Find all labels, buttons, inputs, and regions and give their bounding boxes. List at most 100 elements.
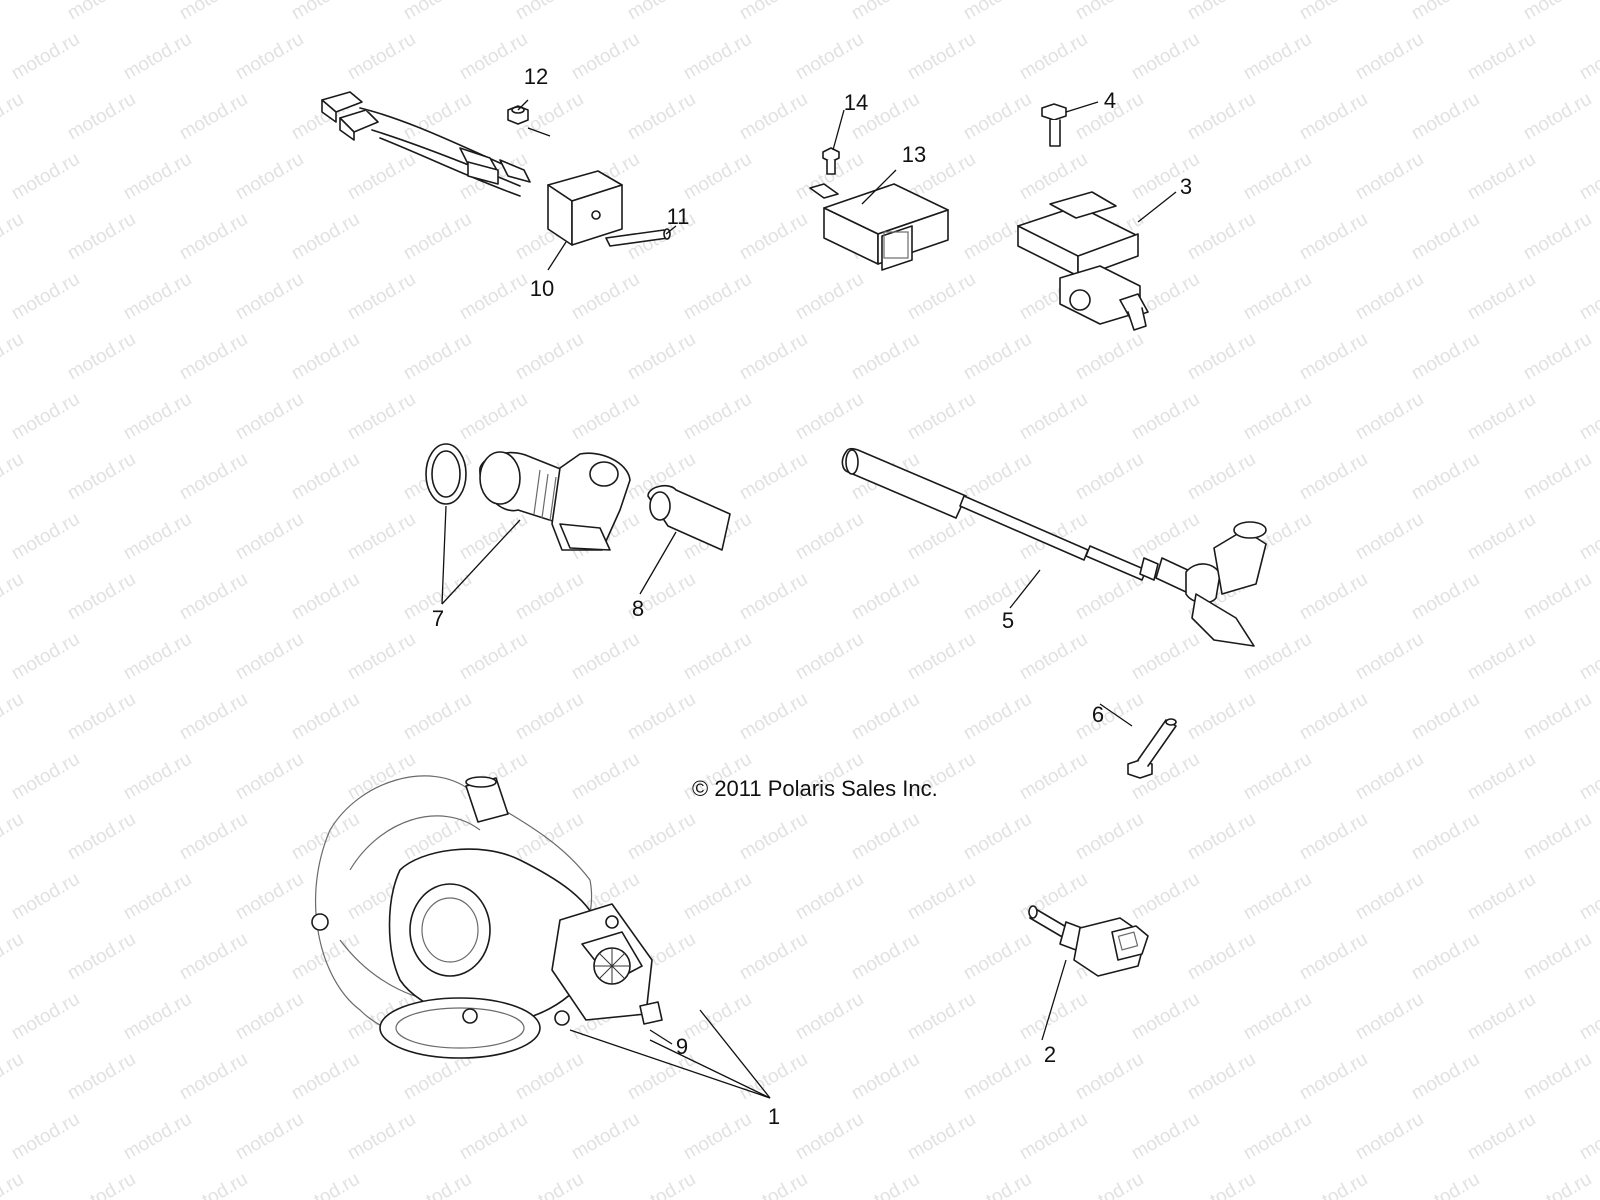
watermark-text: motod.ru xyxy=(176,809,251,865)
watermark-text: motod.ru xyxy=(1072,1049,1147,1105)
watermark-text: motod.ru xyxy=(8,629,83,685)
watermark-text: motod.ru xyxy=(848,0,923,24)
watermark-text: motod.ru xyxy=(680,629,755,685)
watermark-text: motod.ru xyxy=(680,389,755,445)
watermark-text: motod.ru xyxy=(1408,569,1483,625)
watermark-text: motod.ru xyxy=(344,749,419,805)
watermark-text: motod.ru xyxy=(1184,449,1259,505)
watermark-text: motod.ru xyxy=(0,329,27,385)
watermark-text: motod.ru xyxy=(1520,89,1595,145)
watermark-text: motod.ru xyxy=(232,149,307,205)
watermark-text: motod.ru xyxy=(1296,89,1371,145)
watermark-text: motod.ru xyxy=(1240,869,1315,925)
watermark-text: motod.ru xyxy=(1240,29,1315,85)
watermark-text: motod.ru xyxy=(1240,1109,1315,1165)
watermark-text: motod.ru xyxy=(1352,389,1427,445)
watermark-text: motod.ru xyxy=(176,89,251,145)
watermark-text: motod.ru xyxy=(456,269,531,325)
watermark-text: motod.ru xyxy=(120,149,195,205)
watermark-text: motod.ru xyxy=(1576,509,1600,565)
watermark-text: motod.ru xyxy=(288,569,363,625)
watermark-text: motod.ru xyxy=(1128,629,1203,685)
watermark-text: motod.ru xyxy=(1128,389,1203,445)
watermark-text: motod.ru xyxy=(1128,1109,1203,1165)
watermark-text: motod.ru xyxy=(64,689,139,745)
watermark-text: motod.ru xyxy=(1296,1169,1371,1200)
watermark-text: motod.ru xyxy=(568,29,643,85)
watermark-text: motod.ru xyxy=(8,149,83,205)
part-cam-sensor[interactable] xyxy=(425,443,731,551)
watermark-text: motod.ru xyxy=(344,149,419,205)
watermark-text: motod.ru xyxy=(120,509,195,565)
watermark-text: motod.ru xyxy=(176,1049,251,1105)
watermark-text: motod.ru xyxy=(1520,689,1595,745)
watermark-text: motod.ru xyxy=(288,1049,363,1105)
watermark-text: motod.ru xyxy=(736,209,811,265)
watermark-text: motod.ru xyxy=(1128,869,1203,925)
watermark-text: motod.ru xyxy=(1352,989,1427,1045)
watermark-text: motod.ru xyxy=(456,629,531,685)
watermark-text: motod.ru xyxy=(64,569,139,625)
watermark-text: motod.ru xyxy=(512,329,587,385)
watermark-text: motod.ru xyxy=(1072,1169,1147,1200)
callout-5: 5 xyxy=(1002,608,1014,633)
watermark-text: motod.ru xyxy=(8,269,83,325)
part-throttle-body[interactable] xyxy=(311,775,663,1059)
watermark-text: motod.ru xyxy=(64,929,139,985)
watermark-text: motod.ru xyxy=(512,0,587,24)
watermark-text: motod.ru xyxy=(1408,809,1483,865)
watermark-text: motod.ru xyxy=(1576,749,1600,805)
watermark-text: motod.ru xyxy=(1184,329,1259,385)
callout-11: 11 xyxy=(667,204,690,229)
watermark-text: motod.ru xyxy=(0,689,27,745)
callout-10: 10 xyxy=(530,276,554,301)
watermark-text: motod.ru xyxy=(904,989,979,1045)
watermark-text: motod.ru xyxy=(232,509,307,565)
watermark-text: motod.ru xyxy=(288,1169,363,1200)
watermark-text: motod.ru xyxy=(792,269,867,325)
watermark-text: motod.ru xyxy=(1296,569,1371,625)
watermark-text: motod.ru xyxy=(1296,809,1371,865)
watermark-text: motod.ru xyxy=(1296,929,1371,985)
watermark-text: motod.ru xyxy=(120,869,195,925)
watermark-text: motod.ru xyxy=(288,449,363,505)
part-speed-sensor[interactable] xyxy=(841,447,1267,647)
watermark-text: motod.ru xyxy=(960,329,1035,385)
part-bolt-6[interactable] xyxy=(1127,718,1177,779)
watermark-text: motod.ru xyxy=(1520,209,1595,265)
watermark-text: motod.ru xyxy=(0,569,27,625)
watermark-text: motod.ru xyxy=(1408,1049,1483,1105)
watermark-text: motod.ru xyxy=(8,509,83,565)
watermark-text: motod.ru xyxy=(120,749,195,805)
watermark-text: motod.ru xyxy=(736,89,811,145)
part-harness-module[interactable] xyxy=(321,91,671,247)
watermark-text: motod.ru xyxy=(176,0,251,24)
callout-7: 7 xyxy=(432,606,444,631)
watermark-text: motod.ru xyxy=(400,0,475,24)
watermark-text: motod.ru xyxy=(1408,929,1483,985)
callout-4: 4 xyxy=(1104,88,1116,113)
watermark-text: motod.ru xyxy=(792,509,867,565)
watermark-text: motod.ru xyxy=(568,1109,643,1165)
part-map-sensor[interactable] xyxy=(1017,103,1149,331)
part-relay[interactable] xyxy=(809,147,949,271)
watermark-text: motod.ru xyxy=(568,629,643,685)
watermark-text: motod.ru xyxy=(0,449,27,505)
watermark-text: motod.ru xyxy=(1408,0,1483,24)
watermark-text: motod.ru xyxy=(624,89,699,145)
watermark-text: motod.ru xyxy=(176,929,251,985)
watermark-text: motod.ru xyxy=(904,509,979,565)
watermark-text: motod.ru xyxy=(64,209,139,265)
watermark-text: motod.ru xyxy=(512,569,587,625)
watermark-text: motod.ru xyxy=(8,989,83,1045)
watermark-text: motod.ru xyxy=(1520,329,1595,385)
watermark-text: motod.ru xyxy=(1016,389,1091,445)
watermark-text: motod.ru xyxy=(1296,449,1371,505)
part-temp-sensor[interactable] xyxy=(1028,905,1149,977)
watermark-text: motod.ru xyxy=(960,89,1035,145)
watermark-text: motod.ru xyxy=(512,1049,587,1105)
watermark-text: motod.ru xyxy=(904,629,979,685)
watermark-text: motod.ru xyxy=(120,989,195,1045)
watermark-text: motod.ru xyxy=(848,1169,923,1200)
watermark-text: motod.ru xyxy=(960,1049,1035,1105)
